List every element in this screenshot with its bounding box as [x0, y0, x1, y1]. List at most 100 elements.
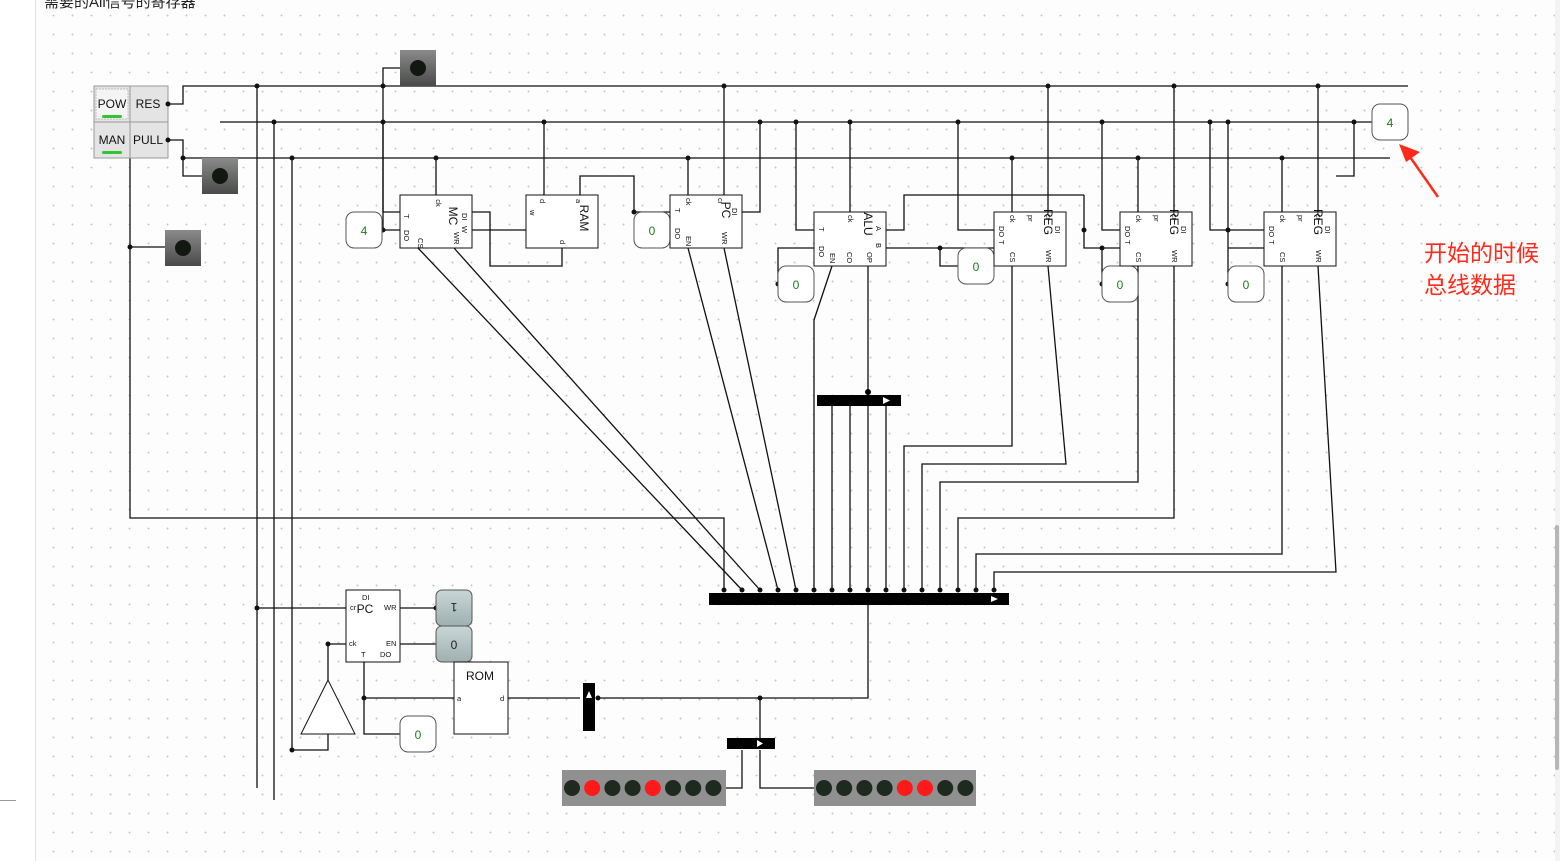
mc-pin-di: DI — [460, 213, 469, 221]
reg2-display-value: 0 — [1117, 278, 1124, 292]
led-off — [685, 780, 702, 796]
pc-bottom-component[interactable]: PC cr DI WR ck EN T DO — [345, 589, 401, 663]
led-off — [876, 780, 893, 796]
rom-pin-d: d — [500, 694, 504, 703]
page-title: 需要的All信号的寄存器 — [44, 0, 196, 11]
alu-display-value: 0 — [793, 278, 800, 292]
reg2-title: REG — [1167, 209, 1181, 235]
reg3-title: REG — [1311, 209, 1325, 235]
led-off — [836, 780, 853, 796]
pull-button[interactable]: PULL — [133, 133, 163, 147]
pc-bottom-pin-ck: ck — [349, 639, 357, 648]
led-on — [917, 780, 933, 796]
vertical-scrollbar[interactable] — [1555, 0, 1560, 861]
alu-display: 0 — [777, 265, 815, 303]
mc-component[interactable]: MC ck DI W T DO CS WR — [399, 194, 473, 249]
reg2-pin-t: T — [1123, 240, 1132, 245]
constant-one-value: 1 — [450, 600, 457, 614]
led-off — [624, 780, 641, 796]
reg1-display-value: 0 — [973, 260, 980, 274]
led-off — [564, 780, 580, 796]
led-on — [644, 780, 661, 796]
rom-address-display: 0 — [399, 715, 437, 753]
push-button-middle[interactable] — [202, 158, 238, 194]
left-panel-edge — [0, 0, 36, 861]
mc-pin-cs: CS — [416, 238, 425, 248]
pc-top-pin-t: T — [673, 208, 682, 213]
pc-bottom-pin-cr: cr — [350, 603, 357, 612]
pc-top-pin-en: EN — [684, 236, 693, 246]
reg2-pin-do: DO — [1123, 226, 1132, 237]
led-off — [957, 780, 974, 796]
led-off — [856, 780, 873, 796]
ram-title: RAM — [577, 205, 591, 232]
man-button[interactable]: MAN — [99, 133, 126, 154]
reg3-pin-ck: ck — [1278, 215, 1287, 223]
reg2-component[interactable]: REG ck pr cr DI T DO CS WR — [1119, 209, 1193, 267]
alu-pin-a: A — [874, 226, 883, 231]
pow-indicator — [102, 115, 122, 118]
main-bus-splitter — [709, 593, 1009, 605]
res-button[interactable]: RES — [136, 97, 161, 111]
led-off — [816, 780, 832, 796]
res-label: RES — [136, 97, 161, 111]
mc-pin-w: W — [460, 226, 469, 234]
reg1-component[interactable]: REG ck pr cr DI T DO CS WR — [993, 209, 1067, 267]
mc-display-value: 4 — [361, 224, 368, 238]
mc-display: 4 — [345, 211, 383, 249]
control-panel: POW RES MAN PULL — [93, 85, 171, 159]
reg3-pin-di: DI — [1323, 226, 1332, 234]
reg3-pin-cr: cr — [1314, 214, 1323, 221]
scrollbar-thumb[interactable] — [1555, 525, 1559, 770]
ram-pin-d-in: d — [538, 199, 547, 203]
annotation-arrow — [1399, 144, 1440, 198]
circuit-canvas[interactable] — [36, 0, 1556, 861]
mc-pin-t: T — [402, 214, 411, 219]
reg3-pin-cs: CS — [1278, 252, 1287, 262]
pc-bottom-pin-wr: WR — [384, 603, 397, 612]
pow-button[interactable]: POW — [95, 88, 129, 120]
led-off — [705, 780, 722, 796]
pc-bottom-title: PC — [357, 602, 374, 616]
alu-component[interactable]: ALU ck A B T DO EN CO OP — [813, 211, 887, 267]
push-button-left[interactable] — [165, 230, 201, 266]
reg2-pin-pr: pr — [1152, 215, 1161, 222]
reg1-pin-pr: pr — [1026, 215, 1035, 222]
pc-top-pin-cr: cr — [716, 198, 725, 205]
constant-one-input[interactable]: 1 — [435, 589, 473, 627]
rom-address-display-value: 0 — [415, 728, 422, 742]
constant-zero-input[interactable]: 0 — [435, 625, 473, 663]
reg1-pin-cr: cr — [1044, 214, 1053, 221]
reg1-pin-di: DI — [1053, 226, 1062, 234]
ram-component[interactable]: RAM a d w d — [525, 194, 599, 249]
wire-junctions — [127, 83, 1357, 753]
bus-display: 4 — [1371, 103, 1409, 141]
man-label: MAN — [99, 133, 126, 147]
alu-output-splitter — [817, 389, 901, 406]
reg2-pin-cr: cr — [1170, 214, 1179, 221]
alu-pin-t: T — [817, 227, 826, 232]
reg2-pin-wr: WR — [1170, 250, 1179, 263]
pc-bottom-pin-t: T — [361, 650, 366, 659]
push-button-knob — [212, 168, 228, 184]
push-button-top[interactable] — [400, 50, 436, 86]
rom-component[interactable]: ROM a d — [453, 661, 509, 735]
reg3-component[interactable]: REG ck pr cr DI T DO CS WR — [1263, 209, 1337, 267]
led-off — [665, 780, 681, 796]
reg3-pin-pr: pr — [1296, 215, 1305, 222]
led-on — [896, 780, 913, 796]
pc-bottom-pin-di: DI — [362, 593, 370, 602]
reg1-pin-t: T — [997, 240, 1006, 245]
reg1-pin-ck: ck — [1008, 215, 1017, 223]
pc-bottom-pin-en: EN — [386, 639, 396, 648]
pow-label: POW — [98, 97, 127, 111]
man-indicator — [102, 151, 122, 154]
pc-top-component[interactable]: PC ck cr DI T DO EN WR — [669, 194, 743, 249]
annotation-line-1: 开始的时候 — [1424, 241, 1539, 267]
ram-pin-d-out: d — [558, 240, 567, 244]
push-button-knob — [410, 60, 426, 76]
alu-pin-en: EN — [828, 253, 837, 263]
alu-title: ALU — [861, 212, 875, 235]
buffer-gate[interactable] — [300, 678, 356, 735]
wires — [129, 67, 1408, 800]
